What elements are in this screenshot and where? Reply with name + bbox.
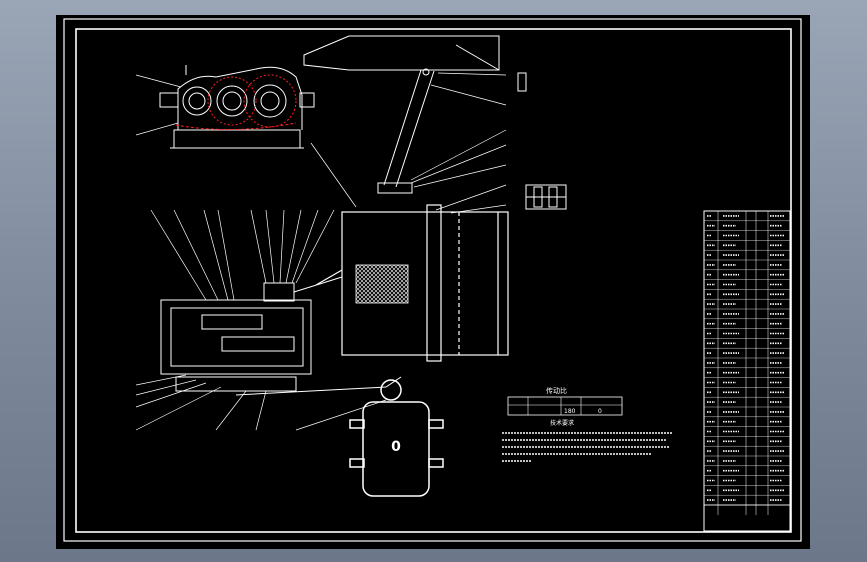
arm-pivot — [422, 68, 430, 76]
leader — [430, 84, 507, 106]
gear-pitch-circle — [207, 76, 257, 126]
leader — [203, 209, 229, 301]
gear-1-hub — [188, 92, 206, 110]
leader — [135, 386, 222, 431]
motor[interactable] — [349, 379, 444, 497]
hopper-edge — [455, 44, 500, 71]
leader — [285, 209, 302, 284]
leader — [135, 74, 182, 88]
detail-view[interactable] — [525, 184, 567, 210]
detail-block — [533, 186, 543, 208]
bill-of-materials[interactable] — [703, 210, 791, 532]
ratio-table-title: 传动比 — [546, 386, 567, 395]
leader-lines — [135, 72, 507, 431]
gearbox-base — [173, 129, 301, 149]
hopper-assembly[interactable] — [303, 35, 527, 194]
leader — [450, 204, 507, 214]
motor-mount-2 — [428, 419, 444, 429]
arm-base — [377, 182, 413, 194]
gearbox-plan-view[interactable] — [160, 276, 402, 396]
leader — [255, 390, 267, 431]
motor-label: 0 — [391, 439, 401, 455]
leader — [435, 184, 507, 211]
gearbox-side-view[interactable] — [159, 65, 315, 149]
chamber-frame — [341, 211, 509, 356]
leader — [135, 379, 197, 396]
motor-mount — [349, 419, 365, 429]
leader — [265, 209, 275, 284]
support-arm — [383, 69, 422, 186]
leader — [250, 209, 267, 284]
ratio-table: 传动比 180 0 — [507, 386, 623, 416]
leader — [291, 209, 319, 284]
gear-pitch-circle-2 — [243, 74, 297, 128]
gear-pitch-line — [175, 122, 297, 131]
leader — [295, 209, 335, 284]
leader — [217, 209, 235, 301]
gearbox-plan-inner — [170, 307, 304, 367]
gear-pair-2 — [221, 336, 295, 352]
cad-viewport[interactable]: 0 传动比 180 0 — [56, 15, 810, 549]
ratio-table-frame — [507, 396, 623, 416]
bom-rows — [704, 215, 790, 506]
support-arm-2 — [395, 70, 435, 188]
assembly-drawing: 0 传动比 180 0 — [63, 18, 802, 542]
motor-pulley — [380, 379, 402, 401]
inner-frame — [75, 28, 792, 533]
gear-pair-1 — [201, 314, 263, 330]
leader — [310, 142, 357, 208]
gear-2 — [216, 85, 248, 117]
leader — [410, 129, 507, 181]
motor-mount-3 — [349, 458, 365, 468]
coupling-shaft — [293, 276, 343, 293]
leader — [410, 144, 507, 184]
notes-title: 技术要求 — [550, 419, 574, 427]
hopper-detail — [517, 72, 527, 92]
detail-block-2 — [548, 186, 558, 208]
leader — [173, 209, 219, 301]
gear-3 — [253, 84, 287, 118]
gearbox-input-shaft — [159, 92, 179, 108]
gearbox-plan-housing — [160, 299, 312, 375]
motor-mount-4 — [428, 458, 444, 468]
technical-notes: 技术要求 — [502, 419, 672, 462]
notes-text-lines — [502, 432, 672, 462]
leader — [413, 164, 507, 188]
main-chamber[interactable] — [315, 204, 509, 362]
outer-frame — [63, 18, 802, 542]
chamber-roller — [426, 204, 442, 362]
screen-mesh — [355, 264, 409, 304]
drive-link — [315, 269, 343, 286]
gear-2-hub — [222, 91, 242, 111]
gear-1 — [182, 86, 212, 116]
bom-frame — [703, 210, 791, 532]
gear-3-hub — [260, 91, 280, 111]
leader — [279, 209, 285, 284]
belt-line — [235, 376, 402, 396]
title-block — [703, 504, 791, 532]
leader — [135, 122, 179, 136]
gearbox-plan-base — [175, 376, 297, 392]
leader — [215, 390, 247, 431]
leader — [135, 382, 207, 408]
leader — [437, 72, 507, 76]
gearbox-housing — [177, 66, 303, 130]
gearbox-output-shaft — [299, 92, 315, 108]
leader — [295, 399, 387, 431]
hopper — [303, 35, 500, 71]
ratio-value-1: 180 — [564, 408, 576, 415]
motor-body — [362, 401, 430, 497]
leader — [135, 374, 187, 386]
ratio-value-2: 0 — [598, 408, 602, 415]
leader — [150, 209, 207, 301]
motor-coupling — [263, 282, 295, 302]
